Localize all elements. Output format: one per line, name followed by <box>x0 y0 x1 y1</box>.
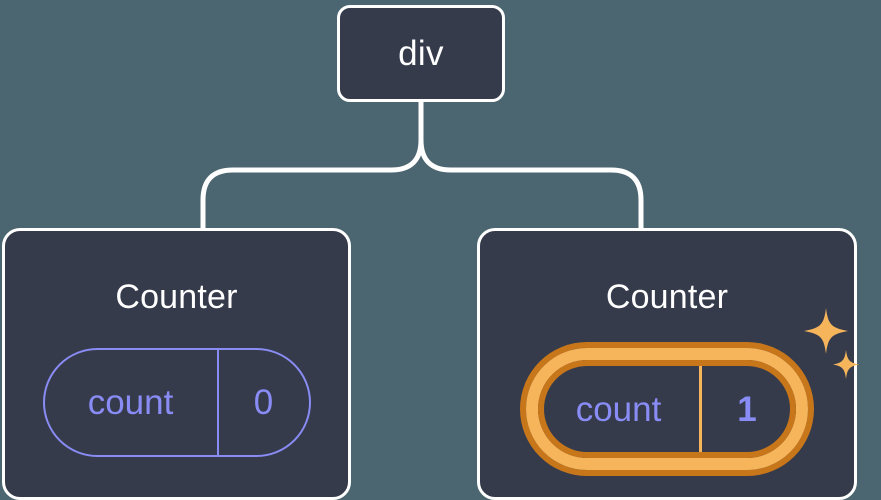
node-counter-left[interactable]: Counter count 0 <box>2 228 351 500</box>
sparkle-large-icon <box>804 308 848 354</box>
sparkle-small-icon <box>833 350 859 379</box>
connector-branch-right <box>418 137 644 231</box>
state-pill-count-left[interactable]: count 0 <box>42 348 311 457</box>
state-pill-key-right: count <box>575 389 662 429</box>
node-div-label: div <box>398 34 444 73</box>
state-pill-value-left: 0 <box>253 383 274 422</box>
state-pill-key-cell-left: count <box>45 350 219 455</box>
state-pill-value-cell-right: 1 <box>702 360 792 458</box>
state-pill-value-cell-left: 0 <box>219 350 309 455</box>
state-pill-count-right[interactable]: count 1 <box>526 348 808 470</box>
node-counter-right[interactable]: Counter count 1 <box>477 228 859 500</box>
node-counter-right-title: Counter <box>605 278 729 316</box>
node-div[interactable]: div <box>337 5 505 102</box>
node-counter-left-title: Counter <box>115 278 238 316</box>
state-pill-key-left: count <box>87 383 174 422</box>
connector-branch-left <box>200 137 424 231</box>
sparkle-icon <box>804 308 859 379</box>
state-pill-wrap-left: count 0 <box>42 348 311 457</box>
state-pill-wrap-right: count 1 <box>526 308 859 470</box>
state-pill-value-right: 1 <box>737 389 757 429</box>
state-pill-key-cell-right: count <box>538 360 702 458</box>
